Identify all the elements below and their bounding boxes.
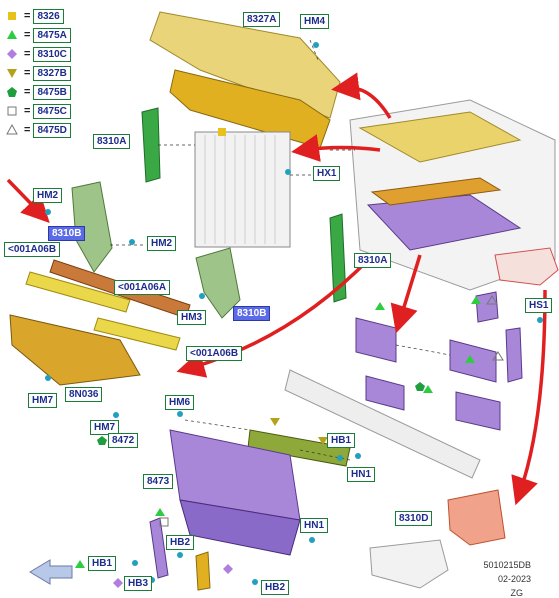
- callout-8310D: 8310D: [395, 511, 433, 526]
- yellow-strip-upper: [25, 271, 131, 313]
- diamond-icon: [6, 48, 18, 60]
- module-orange-strip: [370, 177, 502, 206]
- legend-row: = 8475C: [6, 103, 71, 119]
- callout-8310A-right: 8310A: [354, 253, 392, 268]
- callout-hs1: HS1: [525, 298, 553, 313]
- lower-grille-frame-base: [179, 499, 301, 556]
- legend-row: = 8327B: [6, 65, 71, 81]
- callout-hb2-upper: HB2: [166, 535, 195, 550]
- callout-8310A-left: 8310A: [93, 134, 131, 149]
- left-side-seal: [141, 107, 161, 183]
- square-outline-icon: [6, 105, 18, 117]
- legend-code: 8326: [33, 8, 64, 24]
- pentagon-icon: [6, 86, 18, 98]
- document-number: 5010215DB: [483, 560, 531, 570]
- callout-hb3: HB3: [124, 576, 153, 591]
- side-air-duct-8310D: [447, 489, 506, 546]
- vehicle-front-direction-icon: [29, 559, 73, 585]
- callout-hm6: HM6: [165, 395, 195, 410]
- callout-hn1-lower: HN1: [300, 518, 329, 533]
- callout-hm7-left: HM7: [28, 393, 58, 408]
- legend-code: 8475A: [33, 27, 71, 43]
- document-date: 02-2023: [497, 574, 531, 584]
- active-grille-shutters: [355, 291, 523, 431]
- callout-001A06A: <001A06A: [114, 280, 171, 295]
- callout-8472: 8472: [108, 433, 139, 448]
- callout-001A06B-lower: <001A06B: [186, 346, 243, 361]
- callout-hm7-lower: HM7: [90, 420, 120, 435]
- fog-lamp-bezel-lower: [369, 539, 449, 589]
- callout-hx1: HX1: [313, 166, 341, 181]
- square-icon: [6, 10, 18, 22]
- right-side-seal: [329, 213, 347, 303]
- legend-row: = 8475B: [6, 84, 71, 100]
- callout-hb1-left: HB1: [88, 556, 117, 571]
- callout-001A06B-upper: <001A06B: [4, 242, 61, 257]
- bumper-reinforcement-beam: [284, 369, 481, 479]
- fog-lamp-bezel-upper: [494, 247, 559, 286]
- triangle-outline-icon: [6, 123, 18, 136]
- lower-shield-8n036: [9, 314, 141, 386]
- callout-hb2-lower: HB2: [261, 580, 290, 595]
- callout-8n036: 8N036: [65, 387, 103, 402]
- upper-air-deflector: [149, 11, 341, 119]
- callout-hn1-upper: HN1: [347, 467, 376, 482]
- triangle-icon: [6, 29, 18, 41]
- legend-row: = 8326: [6, 8, 64, 24]
- triangle-down-icon: [6, 67, 18, 79]
- legend-row: = 8310C: [6, 46, 71, 62]
- legend-code: 8475D: [33, 122, 71, 138]
- legend-code: 8475C: [33, 103, 71, 119]
- lower-green-seal: [247, 429, 351, 467]
- legend-row: = 8475D: [6, 122, 71, 138]
- callout-8473: 8473: [143, 474, 174, 489]
- callout-8310B-right: 8310B: [233, 306, 271, 321]
- document-author: ZG: [510, 588, 524, 598]
- callout-8310B-left: 8310B: [48, 226, 86, 241]
- right-air-guide-bracket: [195, 247, 241, 319]
- legend-row: = 8475A: [6, 27, 71, 43]
- module-yellow-deflector: [358, 111, 522, 163]
- yellow-strip-lower: [93, 317, 181, 351]
- fastener-markers: [45, 42, 543, 588]
- callout-hm2-top: HM2: [33, 188, 63, 203]
- radiator-core: [194, 131, 291, 248]
- callout-hm3: HM3: [177, 310, 207, 325]
- callout-hb1-right: HB1: [327, 433, 356, 448]
- lower-yellow-bracket: [195, 551, 211, 591]
- callout-hm4: HM4: [300, 14, 330, 29]
- callout-8327A: 8327A: [243, 12, 281, 27]
- lower-left-bracket: [149, 517, 169, 579]
- legend-code: 8327B: [33, 65, 71, 81]
- legend-code: 8475B: [33, 84, 71, 100]
- legend-code: 8310C: [33, 46, 71, 62]
- callout-hm2-right: HM2: [147, 236, 177, 251]
